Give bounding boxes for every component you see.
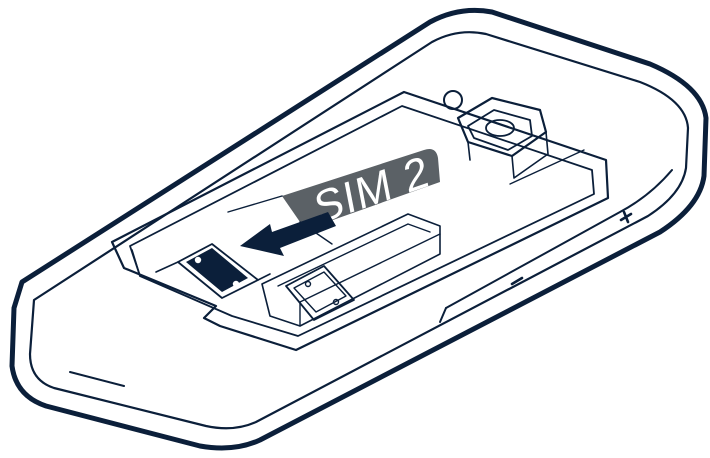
- sim-2-contact-pin: [195, 257, 201, 263]
- sim-card: SIM 2: [228, 146, 440, 244]
- volume-up-icon: [621, 212, 631, 222]
- volume-marks: [512, 212, 631, 284]
- battery-compartment: [112, 92, 608, 350]
- phone-body: [12, 10, 706, 448]
- sim-2-contact-pin: [233, 281, 239, 287]
- camera-module: [444, 91, 584, 184]
- arrow-icon: [240, 212, 336, 256]
